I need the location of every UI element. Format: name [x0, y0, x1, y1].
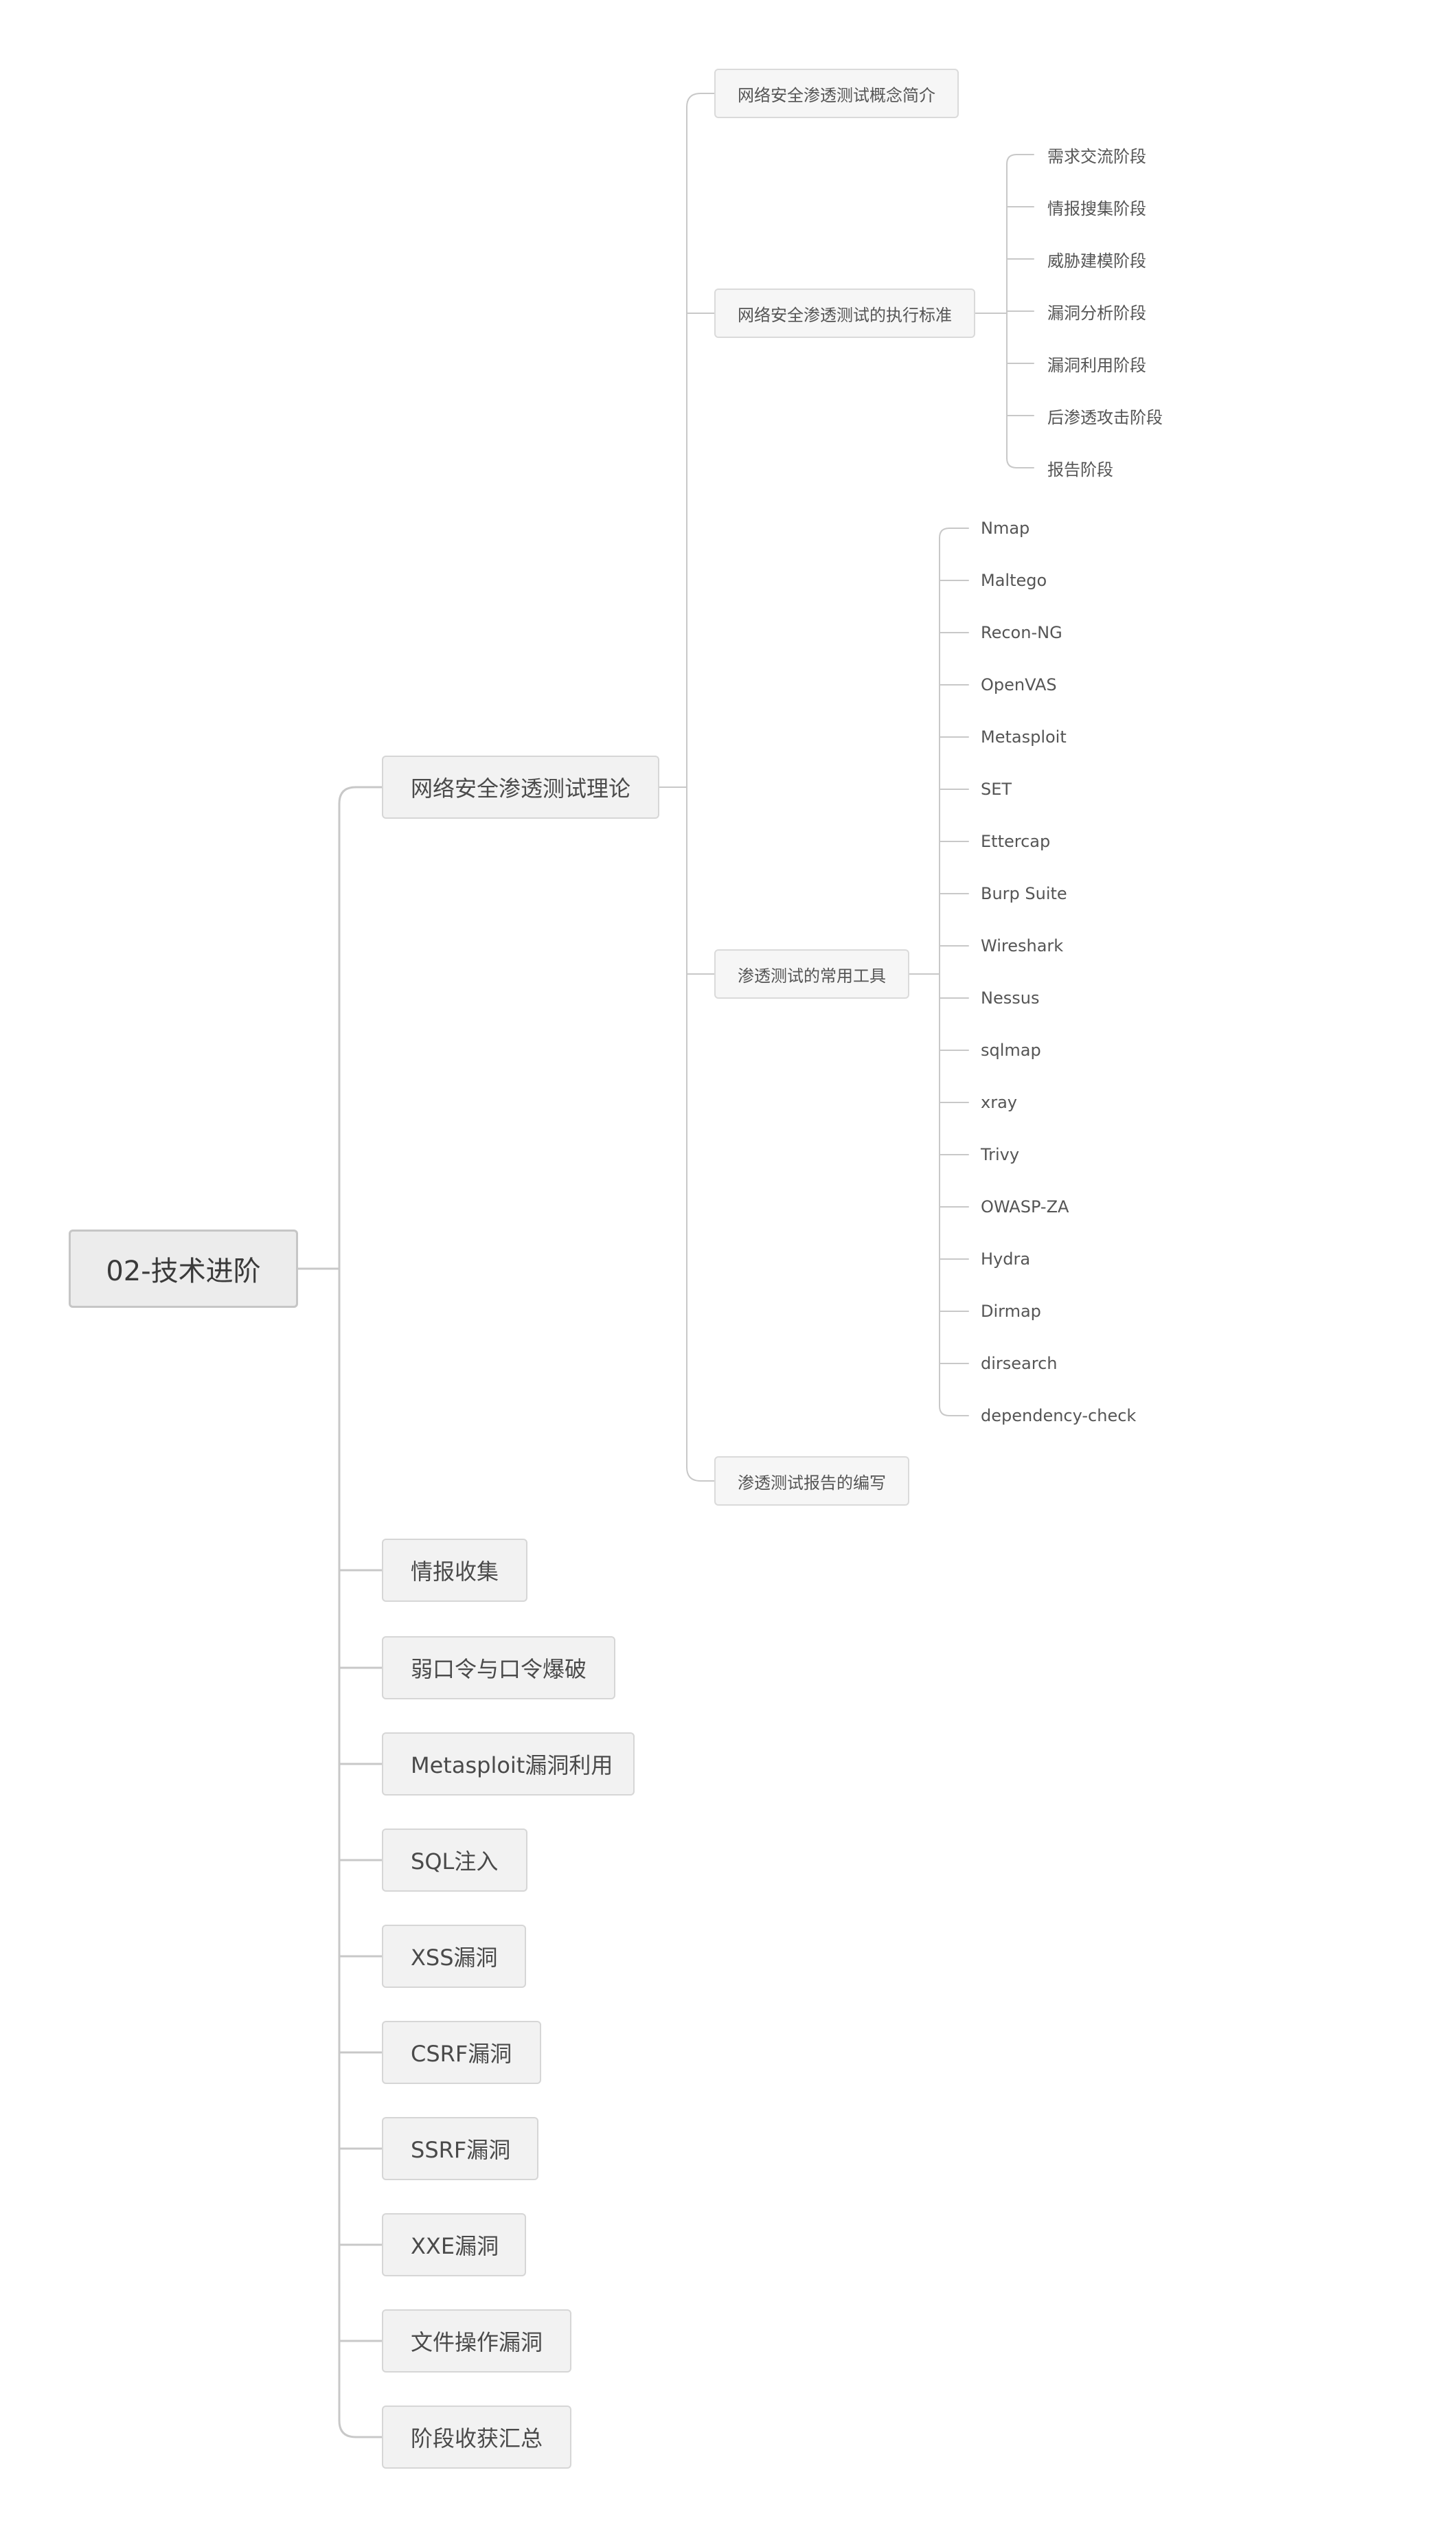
- leaf-tool[interactable]: sqlmap: [981, 1041, 1041, 1060]
- branch-ssrf[interactable]: SSRF漏洞: [382, 2117, 538, 2180]
- connector-line: [338, 786, 383, 805]
- leaf-tool[interactable]: Nmap: [981, 519, 1030, 538]
- root-node[interactable]: 02-技术进阶: [69, 1230, 298, 1308]
- leaf-tool[interactable]: Metasploit: [981, 727, 1067, 747]
- leaf-tool[interactable]: Nessus: [981, 988, 1040, 1008]
- leaf-tool[interactable]: Recon-NG: [981, 623, 1062, 642]
- branch-weak-password[interactable]: 弱口令与口令爆破: [382, 1636, 615, 1699]
- leaf-phase[interactable]: 需求交流阶段: [1047, 146, 1146, 166]
- branch-xxe[interactable]: XXE漏洞: [382, 2213, 526, 2276]
- branch-file-operation[interactable]: 文件操作漏洞: [382, 2309, 571, 2373]
- leaf-tool[interactable]: Dirmap: [981, 1302, 1041, 1321]
- leaf-tool[interactable]: xray: [981, 1093, 1017, 1112]
- connector-line: [939, 1405, 969, 1416]
- leaf-tool[interactable]: Trivy: [981, 1145, 1020, 1164]
- leaf-tool[interactable]: Wireshark: [981, 936, 1064, 955]
- node-common-tools[interactable]: 渗透测试的常用工具: [714, 949, 909, 999]
- branch-pentest-theory[interactable]: 网络安全渗透测试理论: [382, 756, 659, 819]
- leaf-tool[interactable]: Hydra: [981, 1249, 1031, 1269]
- branch-intel-gathering[interactable]: 情报收集: [382, 1539, 527, 1602]
- node-report-writing[interactable]: 渗透测试报告的编写: [714, 1456, 909, 1506]
- connector-line: [686, 93, 715, 108]
- leaf-tool[interactable]: SET: [981, 780, 1012, 799]
- branch-sql-injection[interactable]: SQL注入: [382, 1829, 527, 1892]
- branch-stage-summary[interactable]: 阶段收获汇总: [382, 2405, 571, 2469]
- leaf-tool[interactable]: dependency-check: [981, 1406, 1137, 1425]
- branch-csrf[interactable]: CSRF漏洞: [382, 2021, 541, 2084]
- leaf-phase[interactable]: 漏洞分析阶段: [1047, 303, 1146, 323]
- leaf-tool[interactable]: OpenVAS: [981, 675, 1057, 694]
- connector-line: [1006, 154, 1034, 165]
- branch-xss[interactable]: XSS漏洞: [382, 1925, 526, 1988]
- node-execution-standard[interactable]: 网络安全渗透测试的执行标准: [714, 288, 975, 338]
- leaf-tool[interactable]: Maltego: [981, 571, 1047, 590]
- leaf-phase[interactable]: 报告阶段: [1047, 460, 1113, 479]
- connector-line: [939, 528, 969, 539]
- leaf-phase[interactable]: 情报搜集阶段: [1047, 199, 1146, 218]
- leaf-phase[interactable]: 威胁建模阶段: [1047, 251, 1146, 271]
- leaf-tool[interactable]: dirsearch: [981, 1354, 1058, 1373]
- connector-line: [686, 1467, 715, 1482]
- branch-metasploit[interactable]: Metasploit漏洞利用: [382, 1732, 635, 1796]
- connector-line: [338, 2419, 383, 2438]
- node-concept-intro[interactable]: 网络安全渗透测试概念简介: [714, 69, 959, 118]
- connector-line: [1006, 457, 1034, 468]
- leaf-phase[interactable]: 后渗透攻击阶段: [1047, 407, 1163, 427]
- leaf-tool[interactable]: Burp Suite: [981, 884, 1067, 903]
- leaf-phase[interactable]: 漏洞利用阶段: [1047, 355, 1146, 375]
- leaf-tool[interactable]: Ettercap: [981, 832, 1051, 851]
- leaf-tool[interactable]: OWASP-ZA: [981, 1197, 1069, 1216]
